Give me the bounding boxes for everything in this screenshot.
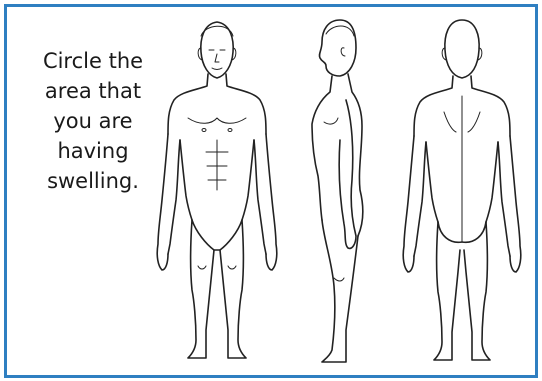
body-front-view[interactable] <box>157 22 277 358</box>
body-back-view[interactable] <box>403 20 521 360</box>
body-side-view[interactable] <box>312 20 363 362</box>
